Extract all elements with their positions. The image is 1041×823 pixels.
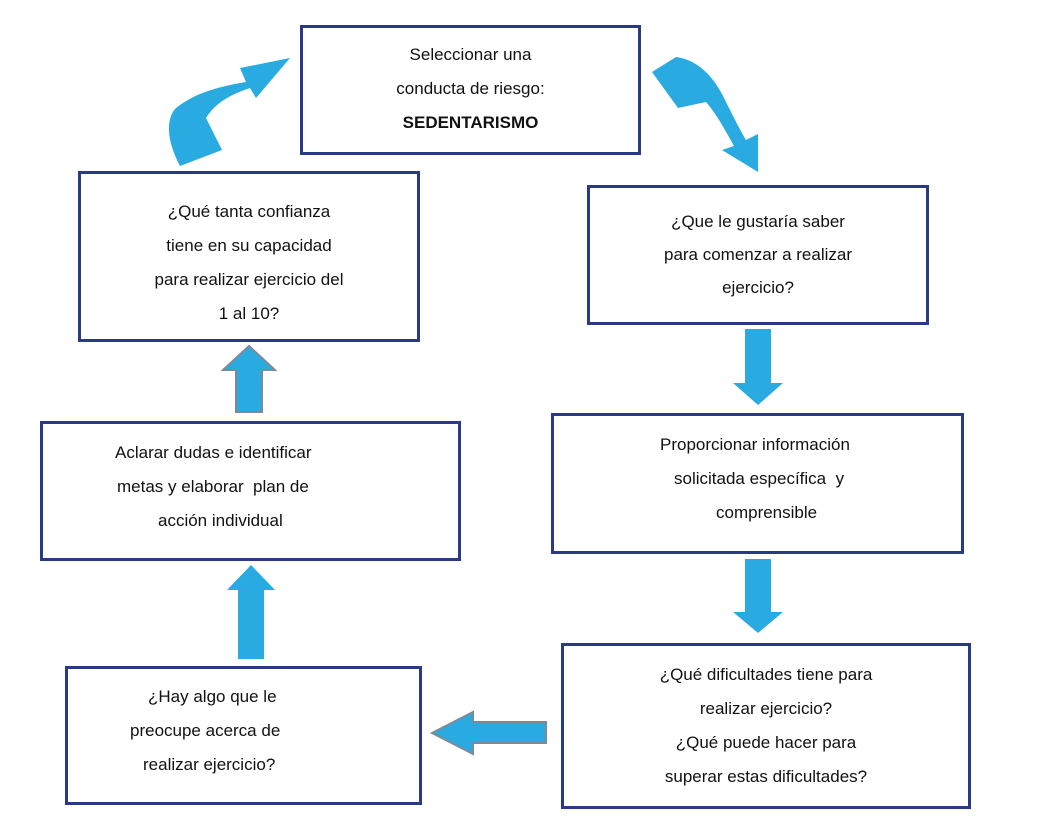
node-text-line: ejercicio? [722,278,794,297]
curved-arrow-down-right-icon [652,57,758,172]
node-text-line: ¿Qué dificultades tiene para [659,665,873,684]
node-text-line: SEDENTARISMO [402,113,539,132]
node-confidence: ¿Qué tanta confianza tiene en su capacid… [78,171,420,342]
arrow-down-icon [733,329,783,405]
node-difficulties: ¿Qué dificultades tiene para realizar ej… [561,643,971,809]
node-start: Seleccionar una conducta de riesgo: SEDE… [300,25,641,155]
node-text-line: para realizar ejercicio del [154,270,344,289]
arrow-down-icon [733,559,783,633]
node-text-line: acción individual [158,511,283,530]
node-concerns: ¿Hay algo que le preocupe acerca de real… [65,666,422,805]
arrow-up-icon [227,565,275,659]
node-text-line: realizar ejercicio? [699,699,833,718]
node-clarify: Aclarar dudas e identificar metas y elab… [40,421,461,561]
node-text-line: para comenzar a realizar [663,245,853,264]
node-provide-info: Proporcionar información solicitada espe… [551,413,964,554]
node-text-line: metas y elaborar plan de [117,477,309,496]
node-text-line: ¿Qué tanta confianza [167,202,331,221]
node-text-line: 1 al 10? [218,304,280,323]
node-text-line: Seleccionar una [409,45,532,64]
node-text-line: ¿Qué puede hacer para [675,733,857,752]
node-text-line: Aclarar dudas e identificar [115,443,312,462]
node-text-line: ¿Hay algo que le [148,687,277,706]
curved-arrow-up-right-icon [168,58,290,166]
node-want-to-know: ¿Que le gustaría saber para comenzar a r… [587,185,929,325]
node-text-line: solicitada específica y [674,469,845,488]
node-text-line: preocupe acerca de [130,721,281,740]
node-text-line: ¿Que le gustaría saber [671,212,845,231]
node-text-line: tiene en su capacidad [166,236,332,255]
node-text-line: comprensible [716,503,818,522]
arrow-up-icon [220,344,278,413]
node-text-line: realizar ejercicio? [143,755,276,774]
node-text-line: conducta de riesgo: [396,79,545,98]
node-text-line: superar estas dificultades? [664,767,868,786]
arrow-left-icon [429,710,547,756]
node-text-line: Proporcionar información [660,435,850,454]
